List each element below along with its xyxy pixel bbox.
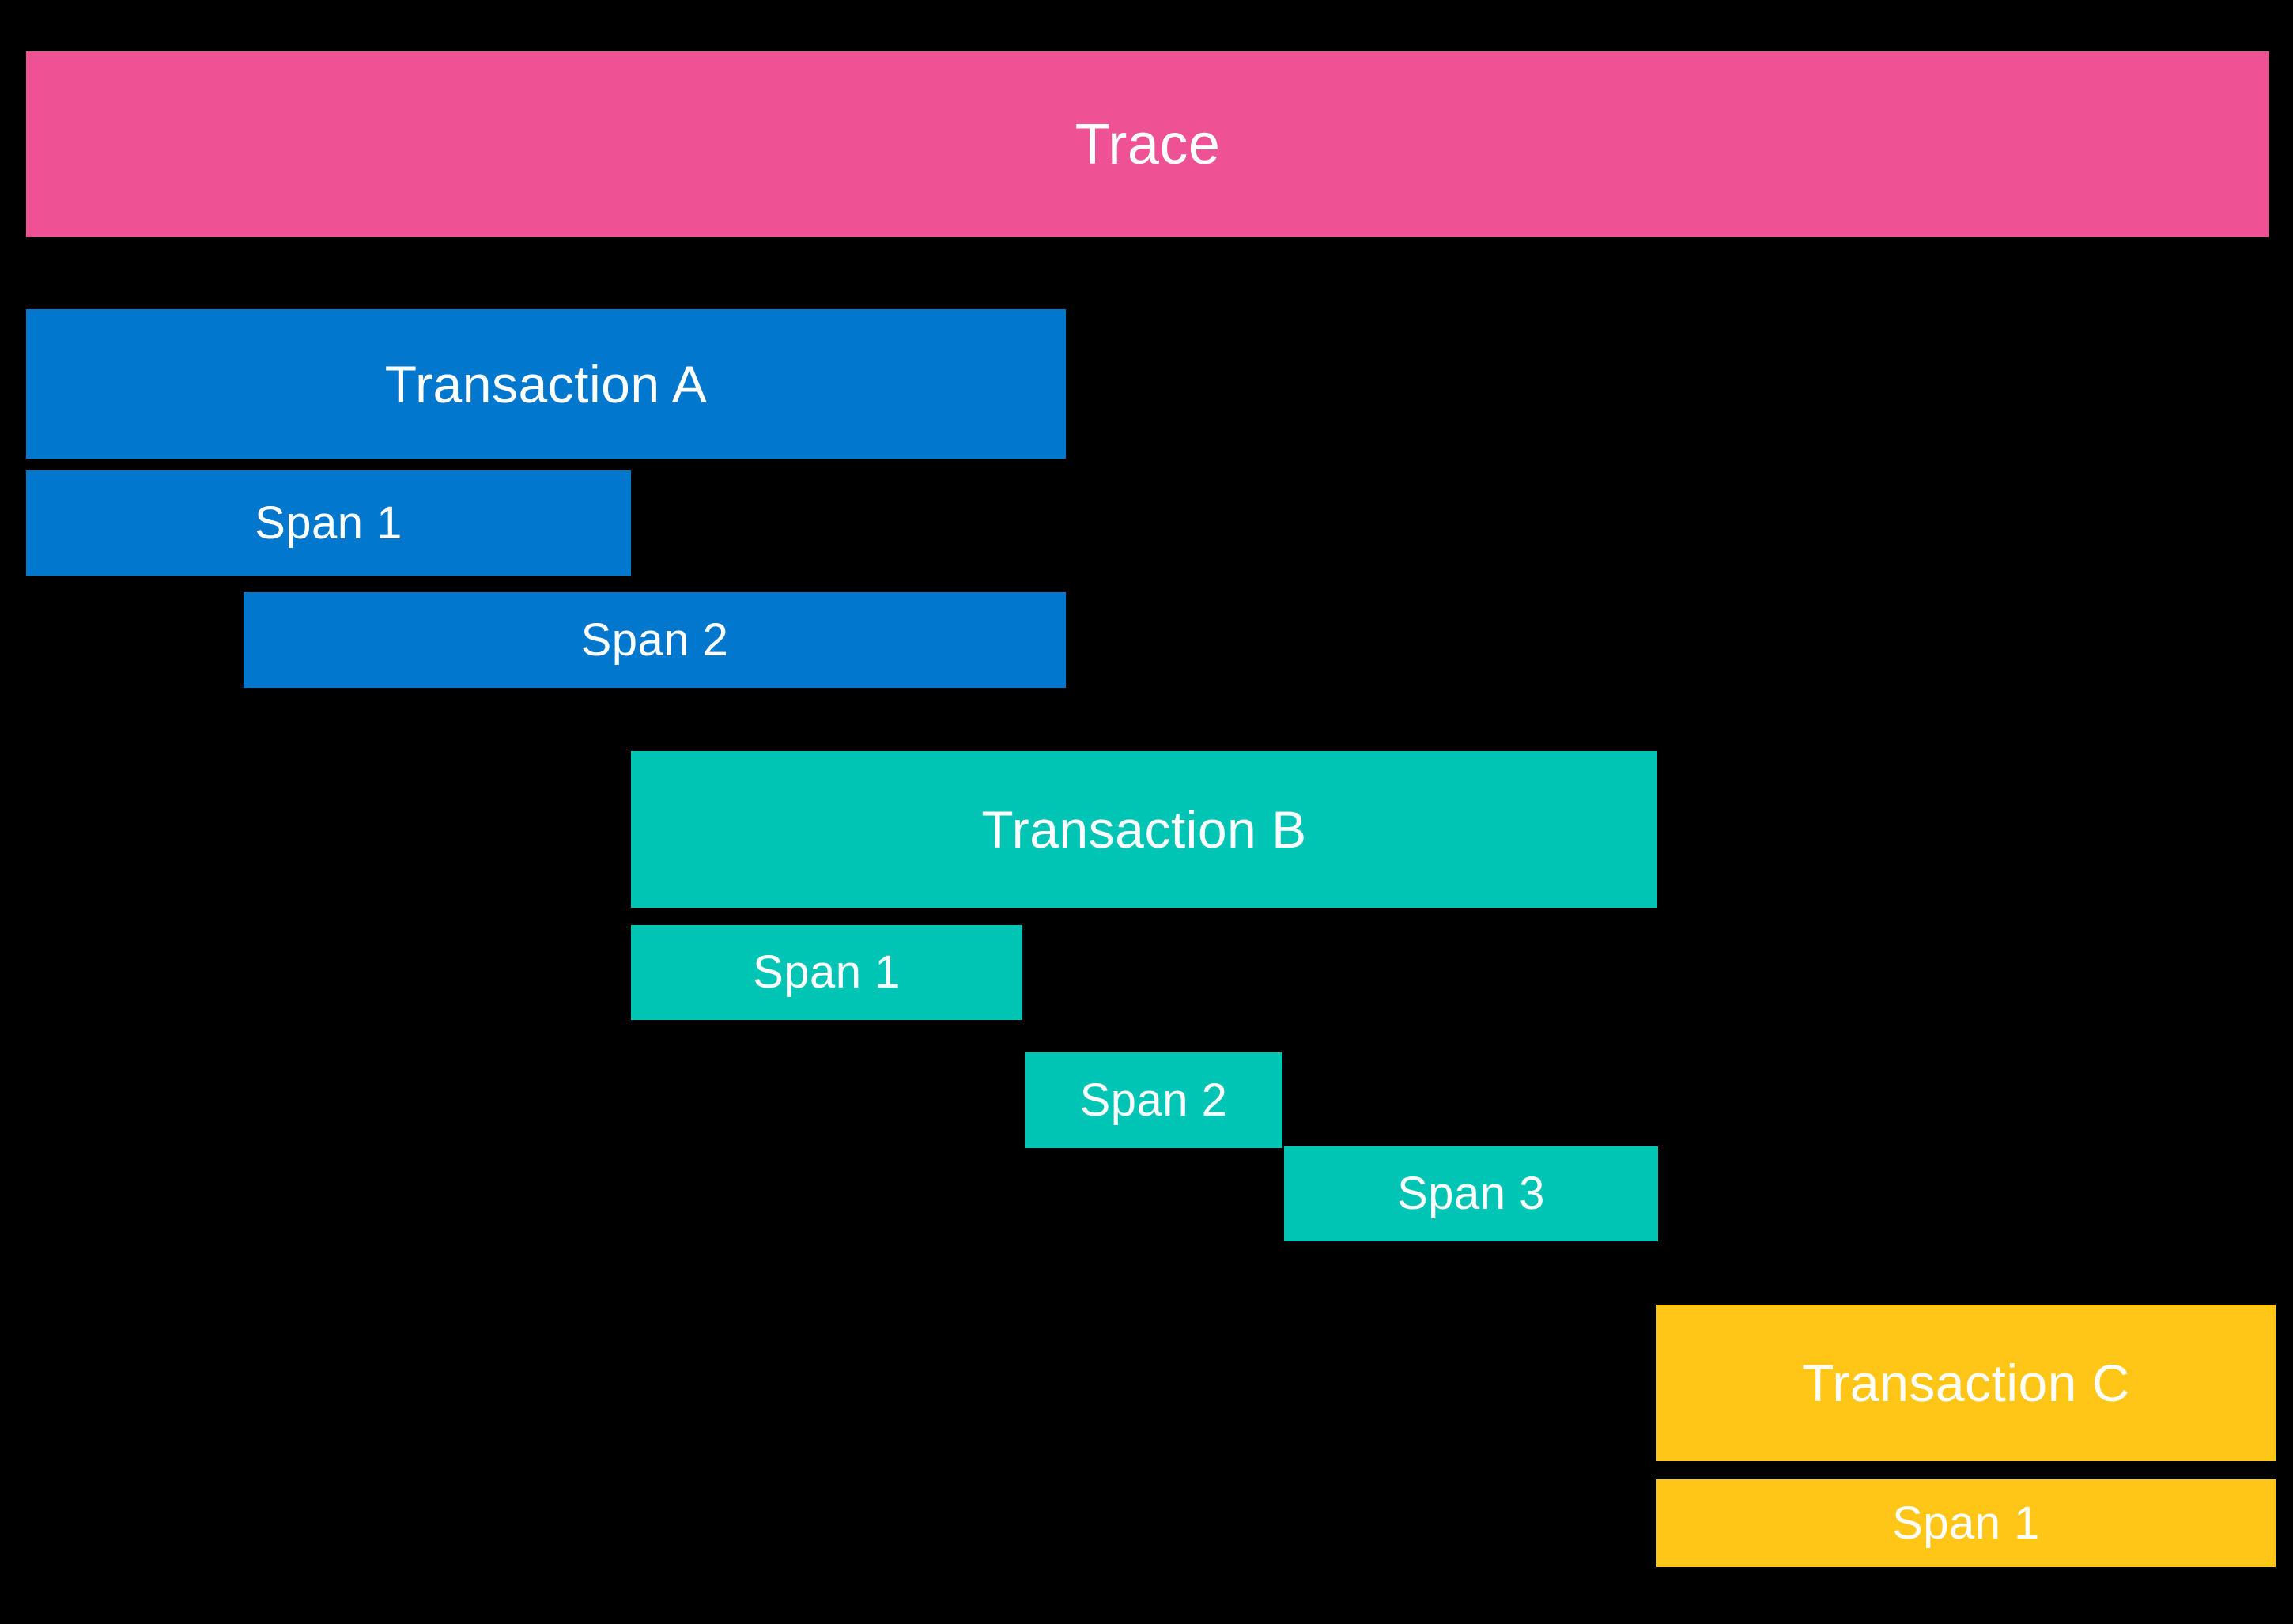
transaction-b-label: Transaction B: [981, 800, 1307, 859]
transaction-b-span-3-label: Span 3: [1397, 1168, 1545, 1219]
transaction-c-span-1-bar[interactable]: Span 1: [1656, 1479, 2276, 1567]
transaction-c-bar[interactable]: Transaction C: [1656, 1305, 2276, 1461]
transaction-a-label: Transaction A: [384, 354, 708, 414]
transaction-b-span-1-bar[interactable]: Span 1: [631, 925, 1022, 1020]
transaction-a-bar[interactable]: Transaction A: [26, 309, 1066, 459]
transaction-b-bar[interactable]: Transaction B: [631, 751, 1657, 908]
trace-bar[interactable]: Trace: [26, 51, 2269, 237]
transaction-b-span-2-label: Span 2: [1079, 1074, 1228, 1126]
transaction-b-span-3-bar[interactable]: Span 3: [1284, 1146, 1658, 1241]
transaction-a-span-2-bar[interactable]: Span 2: [244, 592, 1066, 688]
transaction-c-label: Transaction C: [1802, 1354, 2130, 1412]
transaction-c-span-1-label: Span 1: [1892, 1497, 2040, 1549]
transaction-a-span-2-label: Span 2: [580, 614, 729, 666]
transaction-b-span-1-label: Span 1: [753, 946, 901, 998]
transaction-b-span-2-bar[interactable]: Span 2: [1025, 1052, 1282, 1148]
transaction-a-span-1-label: Span 1: [255, 497, 402, 549]
trace-label: Trace: [1075, 112, 1221, 176]
transaction-a-span-1-bar[interactable]: Span 1: [26, 470, 631, 576]
